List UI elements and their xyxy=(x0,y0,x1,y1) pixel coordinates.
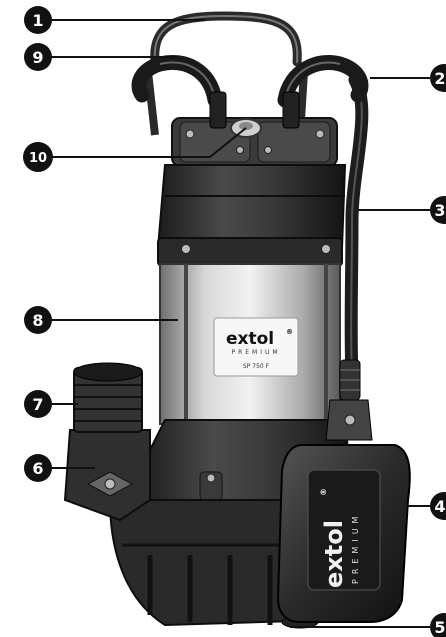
callout-4-label: 4 xyxy=(434,497,445,516)
callout-1-label: 1 xyxy=(32,11,43,30)
float-brand: extol xyxy=(320,520,348,588)
motor-cap xyxy=(171,91,338,167)
callout-2: 2 xyxy=(430,64,446,92)
pump-line: PREMIUM xyxy=(231,349,280,356)
pump-nameplate: extol ® PREMIUM SP 750 F xyxy=(213,317,299,377)
callout-1: 1 xyxy=(24,6,52,34)
callout-9-label: 9 xyxy=(32,48,43,67)
pump-brand: extol xyxy=(226,329,274,349)
pump-model: SP 750 F xyxy=(243,363,270,370)
callout-3-label: 3 xyxy=(434,201,445,220)
callout-2-label: 2 xyxy=(434,69,445,88)
pump-brand-registered: ® xyxy=(286,328,293,336)
callout-7-label: 7 xyxy=(32,395,43,414)
callout-10: 10 xyxy=(23,142,53,172)
motor-upper-housing xyxy=(156,164,347,249)
callout-4: 4 xyxy=(430,492,446,520)
float-brand-registered: ® xyxy=(319,488,328,496)
callout-5-label: 5 xyxy=(434,618,445,637)
callout-6-label: 6 xyxy=(32,459,43,478)
callout-10-label: 10 xyxy=(29,151,47,166)
discharge-outlet xyxy=(63,362,151,522)
callout-8: 8 xyxy=(24,306,52,334)
callout-6: 6 xyxy=(24,454,52,482)
float-switch: extol ® PREMIUM xyxy=(276,359,411,623)
callout-8-label: 8 xyxy=(32,311,43,330)
callout-9: 9 xyxy=(24,43,52,71)
cable-loops xyxy=(131,55,369,108)
callout-7: 7 xyxy=(24,390,52,418)
leader-10b xyxy=(209,127,247,158)
float-line: PREMIUM xyxy=(351,512,360,584)
callout-5: 5 xyxy=(430,613,446,637)
callout-3: 3 xyxy=(430,196,446,224)
leader-lines xyxy=(50,19,430,628)
